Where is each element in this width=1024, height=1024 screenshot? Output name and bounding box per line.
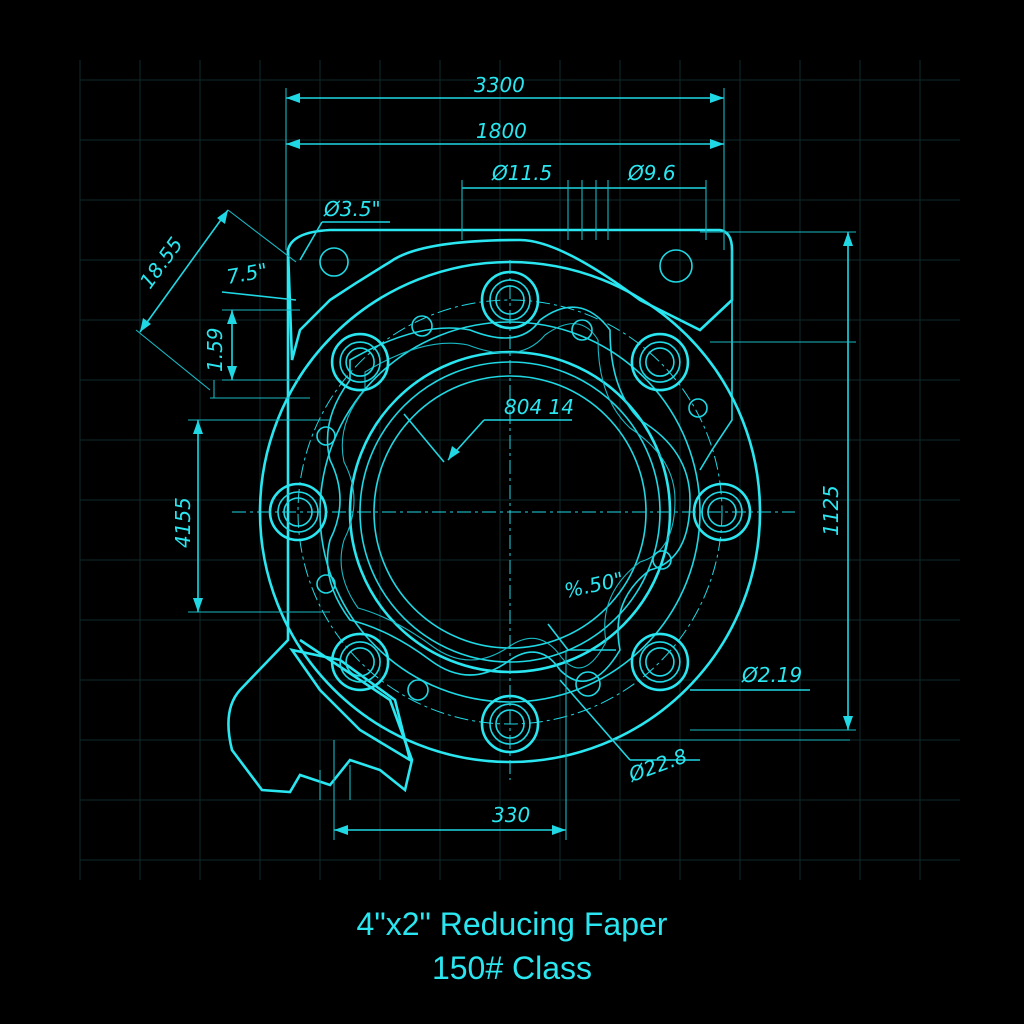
small-holes [316,247,708,701]
bolt-hole [330,632,390,692]
dim-center-label: 804 14 [504,395,574,419]
bolt-hole-ring [330,332,390,392]
dim-diagonal: 18.55 [135,233,188,293]
bolt-hole-ring [345,347,375,377]
bolt-hole-ring [339,641,381,683]
bolt-hole-ring [630,632,690,692]
drawing-class: 150# Class [431,950,593,986]
bolt-hole-ring [639,341,681,383]
dim-small-right: Ø2.19 [741,663,802,687]
bolt-hole [630,632,690,692]
dim-left-height: 4155 [171,497,195,548]
bolt-hole-ring [645,647,675,677]
bolt-hole-ring [330,632,390,692]
bolt-hole-ring [339,341,381,383]
bolt-hole-ring [639,641,681,683]
dim-dia-right-top: Ø9.6 [627,161,676,185]
dimension-labels: 3300 1800 Ø11.5 Ø9.6 Ø3.5" 7.5" 18.55 1.… [135,73,843,827]
center-lines [232,260,795,780]
flange-body [227,228,734,794]
dim-hole-dia: Ø3.5" [323,197,381,221]
dim-right-height: 1125 [819,485,843,536]
dim-left-small: 1.59 [203,327,227,372]
bolt-hole-ring [345,647,375,677]
inner-profile [326,306,691,682]
dim-dia-left-top: Ø11.5 [491,161,552,185]
dim-overall-width: 3300 [474,73,525,97]
arrowheads [140,93,853,835]
dimension-lines [135,88,856,840]
bolt-hole-ring [645,347,675,377]
bolt-hole-ring [630,332,690,392]
dim-bottom-width: 330 [492,803,530,827]
bolt-hole [330,332,390,392]
dim-inner-width: 1800 [476,119,527,143]
dim-angle: 7.5" [225,258,270,289]
drawing-title: 4"x2" Reducing Faper [356,906,668,942]
bolt-hole [630,332,690,392]
